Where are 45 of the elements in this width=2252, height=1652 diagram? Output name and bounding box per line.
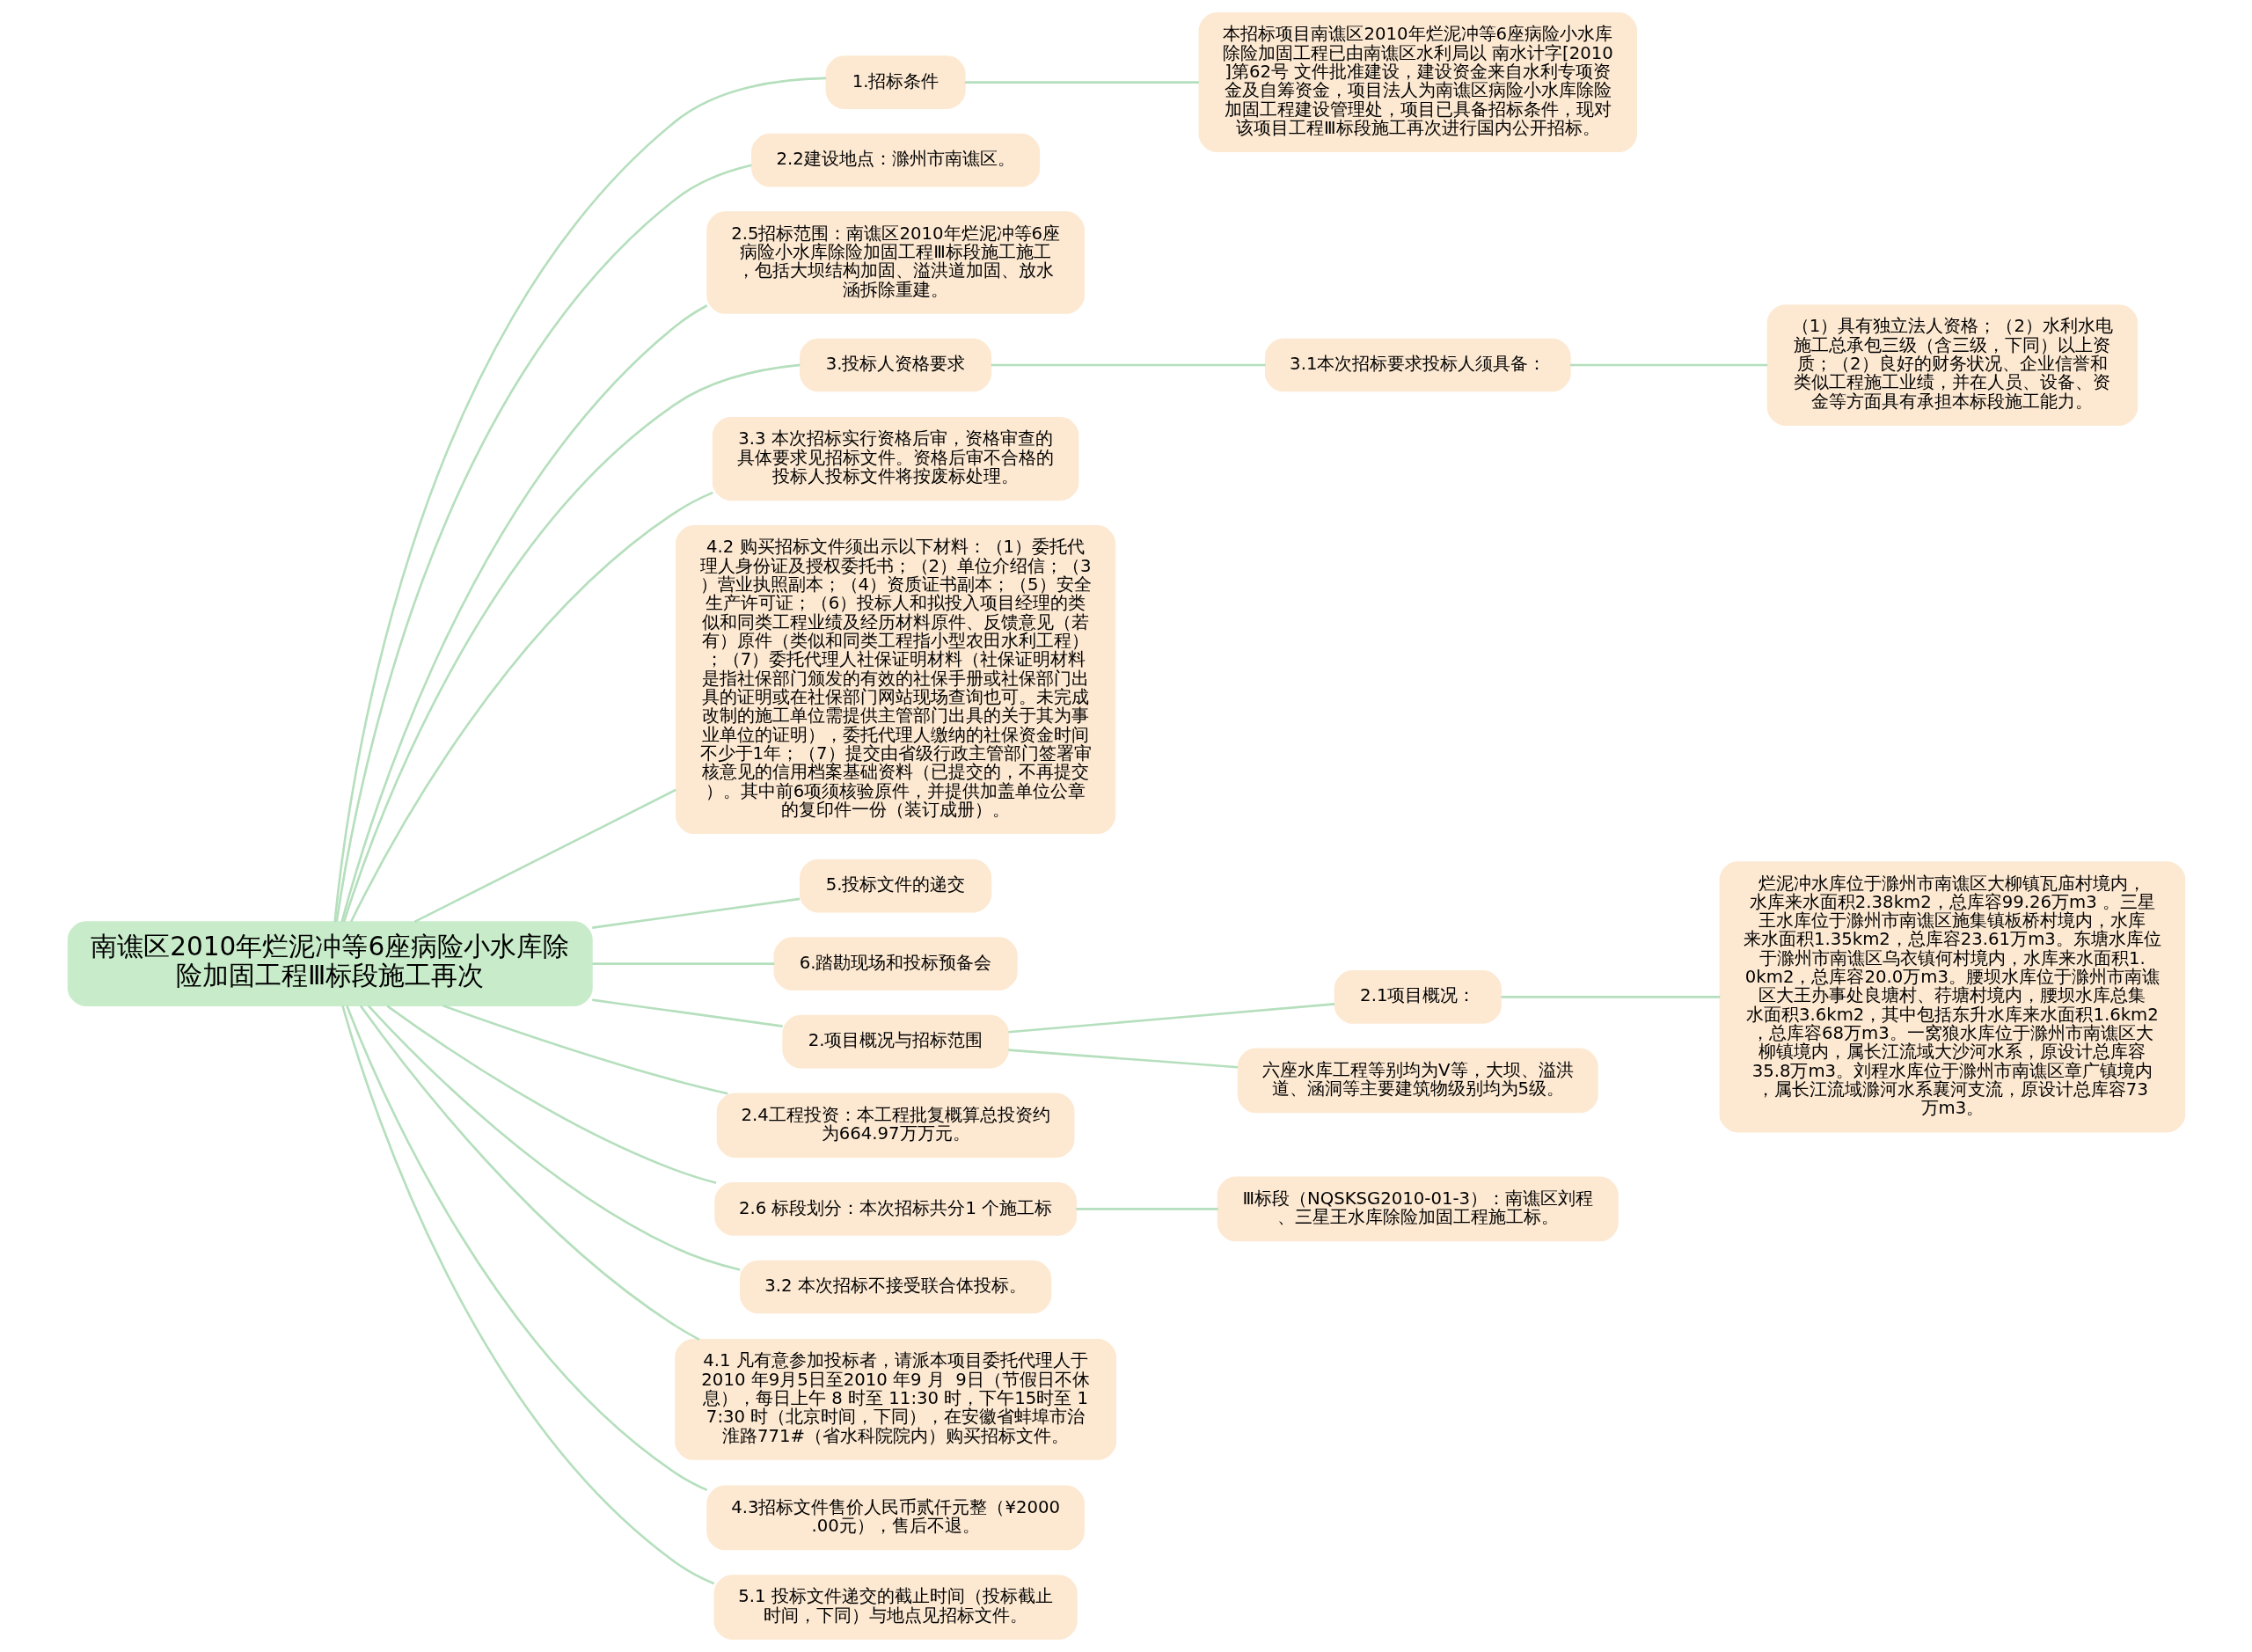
connector	[1007, 1003, 1334, 1034]
connector	[591, 998, 783, 1027]
connector	[591, 897, 800, 929]
connector	[964, 81, 1199, 84]
node-box: 2.2建设地点：滁州市南谯区。	[750, 133, 1040, 187]
node-box: 3.2 本次招标不接受联合体投标。	[739, 1260, 1051, 1314]
connector	[342, 363, 801, 923]
node-box: Ⅲ标段（NQSKSG2010-01-3）：南谯区刘程、三星王水库除险加固工程施工标。	[1217, 1176, 1619, 1242]
node-box: 2.项目概况与招标范围	[781, 1014, 1009, 1069]
node-box: （1）具有独立法人资格；（2）水利水电施工总承包三级（含三级，下同）以上资质；（2）良好的财务状况、企业信誉和类似工程施工业绩，并在人员、设备、资金等方面具有承担本标段施工能力。	[1766, 304, 2138, 426]
connector	[333, 77, 826, 923]
node-box: 本招标项目南谯区2010年烂泥冲等6座病险小水库除险加固工程已由南谯区水利局以 南水计字[2010]第62号 文件批准建设，建设资金来自水利专项资金及自筹资金，项目法人为南谯区病险小水库除险加固工程建设管理处，项目已具备招标条件，现对该项目工程Ⅲ标段施工再次进行国内公开招标。	[1198, 12, 1637, 153]
connector	[413, 788, 676, 924]
connector	[367, 1005, 741, 1271]
node-box: 2.5招标范围：南谯区2010年烂泥冲等6座病险小水库除险加固工程Ⅲ标段施工施工，包括大坝结构加固、溢洪道加固、放水涵拆除重建。	[706, 211, 1085, 314]
connector	[340, 1005, 714, 1585]
node-box: 烂泥冲水库位于滁州市南谯区大柳镇瓦庙村境内，水库来水面积2.38km2，总库容99.26万m3 。三星王水库位于滁州市南谯区施集镇板桥村境内，水库来水面积1.35km2，总库容23.61万m3。东塘水库位于滁州市南谯区乌衣镇何村境内，水库来水面积1.0km2，总库容20.0万m3。腰坝水库位于滁州市南谯区大王办事处良塘村、荇塘村境内，腰坝水库总集水面积3.6km2，其中包括东升水库来水面积1.6km2，总库容68万m3。一窝狼水库位于滁州市南谯区大柳镇境内，属长江流域大沙河水系，原设计总库容35.8万m3。刘程水库位于滁州市南谯区章广镇境内，属长江流域滁河水系襄河支流，原设计总库容73万m3。	[1719, 861, 2185, 1133]
node-box: 3.3 本次招标实行资格后审，资格审查的具体要求见招标文件。资格后审不合格的投标人投标文件将按废标处理。	[712, 417, 1078, 501]
node-box: 5.投标文件的递交	[799, 859, 991, 913]
node-box: 南谯区2010年烂泥冲等6座病险小水库除险加固工程Ⅲ标段施工再次	[67, 921, 593, 1006]
node-box: 2.4工程投资：本工程批复概算总投资约为664.97万万元。	[716, 1093, 1074, 1159]
connector	[1569, 363, 1767, 367]
connector	[991, 363, 1266, 367]
node-box: 3.1本次招标要求投标人须具备：	[1264, 338, 1571, 392]
node-box: 3.投标人资格要求	[799, 338, 991, 392]
node-box: 2.1项目概况：	[1334, 970, 1502, 1024]
node-box: 4.1 凡有意参加投标者，请派本项目委托代理人于 2010 年9月5日至2010 年9 月 9日（节假日不休息），每日上午 8 时至 11:30 时，下午15时至 17:30 时（北京时间，下同），在安徽省蚌埠市治淮路771#（省水科院院内）购买招标文件。	[674, 1339, 1116, 1460]
node-box: 4.2 购买招标文件须出示以下材料：（1）委托代理人身份证及授权委托书；（2）单位介绍信；（3）营业执照副本；（4）资质证书副本；（5）安全生产许可证；（6）投标人和拟投入项目经理的类似和同类工程业绩及经历材料原件、反馈意见（若有）原件（类似和同类工程指小型农田水利工程）；（7）委托代理人社保证明材料（社保证明材料是指社保部门颁发的有效的社保手册或社保部门出具的证明或在社保部门网站现场查询也可。未完成改制的施工单位需提供主管部门出具的关于其为事业单位的证明），委托代理人缴纳的社保资金时间不少于1年；（7）提交由省级行政主管部门签署审核意见的信用档案基础资料（已提交的，不再提交）。其中前6项须核验原件，并提供加盖单位公章的复印件一份（装订成册）。	[675, 525, 1115, 835]
connector	[386, 1005, 716, 1185]
node-box: 2.6 标段划分：本次招标共分1 个施工标	[713, 1182, 1077, 1236]
node-box: 6.踏勘现场和投标预备会	[773, 937, 1018, 990]
connector	[1007, 1049, 1238, 1069]
node-box: 六座水库工程等别均为Ⅴ等，大坝、溢洪道、涵洞等主要建筑物级别均为5级。	[1237, 1048, 1598, 1114]
connector	[345, 1005, 707, 1492]
connector	[335, 164, 752, 922]
node-box: 5.1 投标文件递交的截止时间（投标截止时间，下同）与地点见招标文件。	[713, 1575, 1078, 1640]
node-box: 1.招标条件	[825, 55, 966, 109]
node-box: 4.3招标文件售价人民币贰仟元整（¥2000.00元），售后不退。	[706, 1485, 1085, 1551]
connector	[591, 962, 774, 965]
connector	[1501, 996, 1720, 998]
connector	[442, 1005, 728, 1095]
connector	[1075, 1208, 1218, 1210]
connector	[359, 1005, 700, 1341]
connector	[340, 304, 707, 923]
connector	[349, 491, 713, 923]
